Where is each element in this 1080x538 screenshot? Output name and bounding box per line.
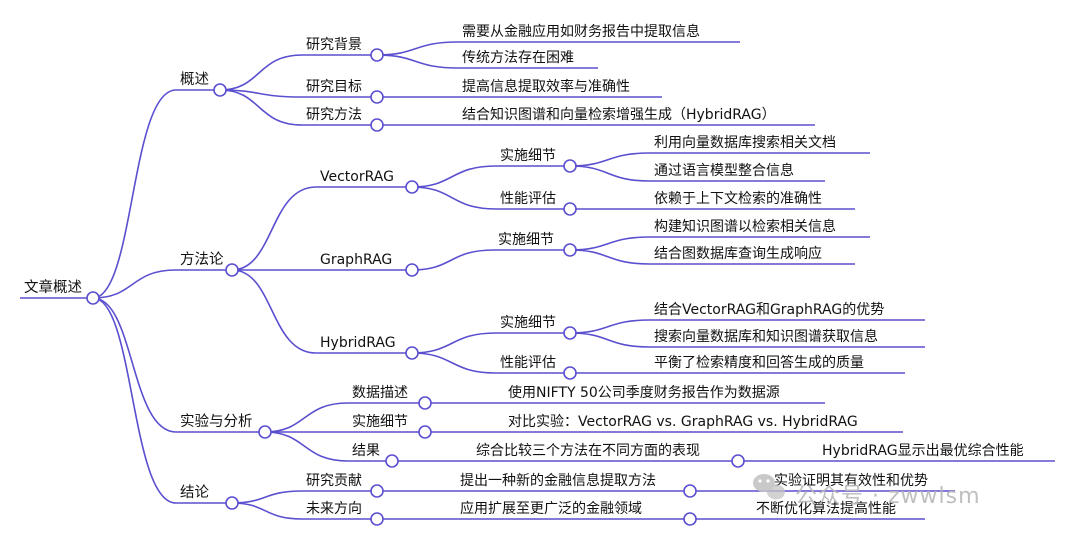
- collapse-toggle[interactable]: [563, 202, 577, 216]
- branch-edge: [231, 502, 303, 520]
- node-label: 研究方法: [306, 107, 362, 123]
- mindmap-knobs: [86, 48, 745, 526]
- branch-edge: [569, 332, 651, 348]
- node-label: 数据描述: [352, 385, 408, 401]
- branch-edge: [569, 165, 651, 182]
- collapse-toggle[interactable]: [683, 484, 697, 498]
- collapse-toggle[interactable]: [370, 48, 384, 62]
- collapse-toggle[interactable]: [418, 425, 432, 439]
- collapse-toggle[interactable]: [563, 366, 577, 380]
- node-label: 文章概述: [24, 278, 82, 296]
- collapse-toggle[interactable]: [370, 118, 384, 132]
- node-label: 性能评估: [500, 355, 556, 371]
- node-label: 不断优化算法提高性能: [756, 500, 896, 517]
- branch-edge: [376, 41, 459, 56]
- node-label: HybridRAG显示出最优综合性能: [822, 443, 1024, 459]
- node-label: 应用扩展至更广泛的金融领域: [460, 500, 642, 517]
- node-label: 研究目标: [306, 79, 362, 95]
- branch-edge: [411, 186, 497, 210]
- node-label: 依赖于上下文检索的准确性: [654, 190, 822, 207]
- node-label: VectorRAG: [320, 169, 394, 185]
- node-label: 综合比较三个方法在不同方面的表现: [476, 443, 700, 459]
- collapse-toggle[interactable]: [86, 291, 100, 305]
- branch-edge: [231, 490, 303, 504]
- node-label: 搜索向量数据库和知识图谱获取信息: [654, 328, 878, 345]
- branch-edge: [92, 89, 177, 299]
- node-label: 结果: [352, 443, 380, 459]
- node-label: 通过语言模型整合信息: [654, 162, 794, 179]
- collapse-toggle[interactable]: [225, 263, 239, 277]
- mindmap-underlines: [20, 41, 1055, 520]
- collapse-toggle[interactable]: [370, 512, 384, 526]
- watermark-text: 公众号 · zwwlsm: [795, 484, 981, 509]
- node-label: 实施细节: [500, 148, 556, 164]
- mindmap-edges: [92, 41, 818, 520]
- node-label: 结论: [180, 484, 209, 501]
- branch-edge: [92, 297, 177, 504]
- collapse-toggle[interactable]: [370, 484, 384, 498]
- node-label: 利用向量数据库搜索相关文档: [654, 134, 836, 151]
- node-label: 未来方向: [306, 501, 362, 517]
- branch-edge: [264, 402, 349, 433]
- branch-edge: [411, 165, 497, 188]
- branch-edge: [231, 269, 317, 354]
- node-label: 概述: [180, 71, 209, 88]
- node-label: 对比实验：VectorRAG vs. GraphRAG vs. HybridRA…: [508, 414, 858, 430]
- branch-edge: [569, 152, 651, 167]
- node-label: 性能评估: [500, 191, 556, 207]
- node-label: 实施细节: [352, 414, 408, 430]
- node-label: 实施细节: [500, 315, 556, 331]
- collapse-toggle[interactable]: [405, 263, 419, 277]
- node-label: 结合图数据库查询生成响应: [654, 245, 822, 262]
- collapse-toggle[interactable]: [731, 454, 745, 468]
- branch-edge: [569, 236, 651, 251]
- branch-edge: [219, 89, 303, 126]
- collapse-toggle[interactable]: [370, 90, 384, 104]
- node-label: GraphRAG: [320, 252, 392, 268]
- node-label: 实施细节: [498, 232, 554, 248]
- collapse-toggle[interactable]: [225, 496, 239, 510]
- branch-edge: [231, 186, 317, 271]
- watermark: 公众号 · zwwlsm: [753, 474, 981, 509]
- node-label: 平衡了检索精度和回答生成的质量: [654, 354, 864, 371]
- collapse-toggle[interactable]: [563, 159, 577, 173]
- branch-edge: [219, 54, 303, 91]
- collapse-toggle[interactable]: [683, 512, 697, 526]
- collapse-toggle[interactable]: [563, 326, 577, 340]
- branch-edge: [411, 352, 497, 374]
- branch-edge: [264, 431, 349, 462]
- branch-edge: [92, 297, 177, 433]
- collapse-toggle[interactable]: [213, 83, 227, 97]
- node-label: 研究背景: [306, 37, 362, 53]
- branch-edge: [92, 269, 177, 299]
- node-label: 方法论: [180, 251, 224, 268]
- node-label: 提高信息提取效率与准确性: [462, 78, 630, 95]
- node-label: 传统方法存在困难: [462, 50, 574, 66]
- wechat-icon: [753, 474, 785, 500]
- mindmap-labels: 文章概述概述研究背景需要从金融应用如财务报告中提取信息传统方法存在困难研究目标提…: [24, 23, 1024, 517]
- branch-edge: [569, 249, 651, 265]
- branch-edge: [569, 319, 651, 334]
- node-label: 实验证明其有效性和优势: [774, 473, 928, 489]
- branch-edge: [411, 332, 497, 354]
- collapse-toggle[interactable]: [418, 396, 432, 410]
- branch-edge: [376, 54, 459, 69]
- node-label: 构建知识图谱以检索相关信息: [654, 218, 836, 235]
- node-label: 结合知识图谱和向量检索增强生成（HybridRAG）: [462, 106, 776, 123]
- node-label: 使用NIFTY 50公司季度财务报告作为数据源: [508, 384, 780, 401]
- collapse-toggle[interactable]: [385, 454, 399, 468]
- collapse-toggle[interactable]: [258, 425, 272, 439]
- node-label: 提出一种新的金融信息提取方法: [460, 472, 656, 489]
- node-label: 需要从金融应用如财务报告中提取信息: [462, 23, 700, 40]
- node-label: 实验与分析: [180, 413, 253, 430]
- node-label: 研究贡献: [306, 473, 362, 489]
- collapse-toggle[interactable]: [405, 180, 419, 194]
- collapse-toggle[interactable]: [563, 243, 577, 257]
- node-label: 结合VectorRAG和GraphRAG的优势: [654, 302, 884, 318]
- node-label: HybridRAG: [320, 335, 396, 351]
- branch-edge: [411, 249, 495, 271]
- collapse-toggle[interactable]: [405, 346, 419, 360]
